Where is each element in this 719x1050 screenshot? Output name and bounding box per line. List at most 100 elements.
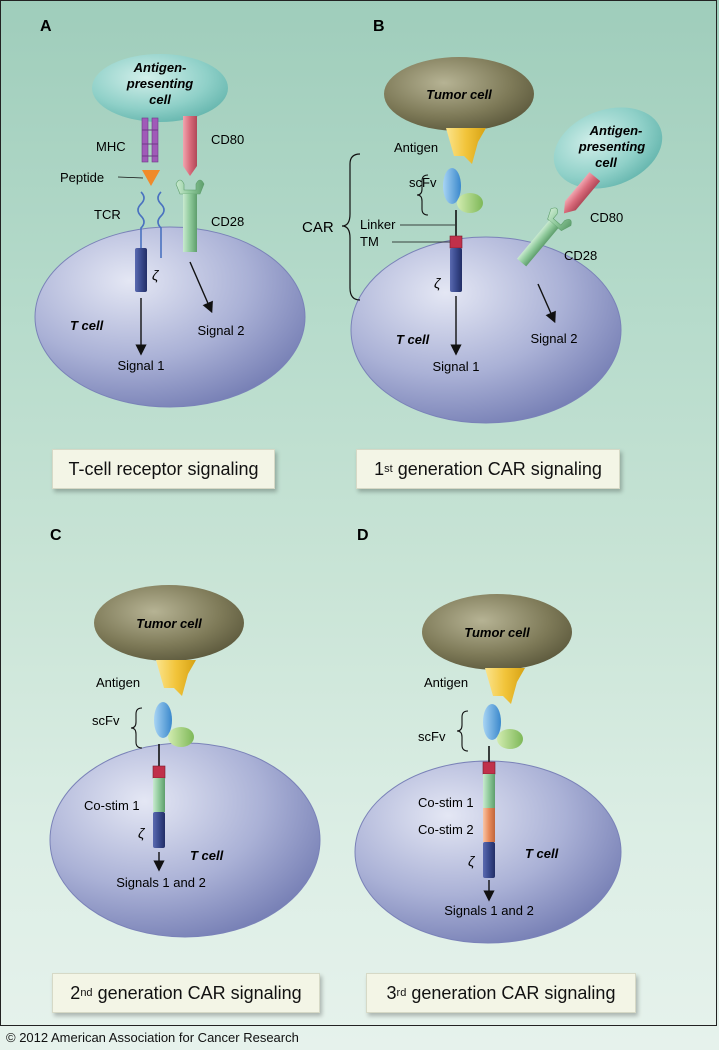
caption-c-num: 2 xyxy=(70,982,81,1003)
signals-label: Signals 1 and 2 xyxy=(444,903,534,918)
apc-label-3: cell xyxy=(595,155,617,170)
caption-c-sup: nd xyxy=(80,987,93,999)
apc-label-1: Antigen- xyxy=(589,123,643,138)
panel-a-letter: A xyxy=(40,18,52,35)
cd28-label: CD28 xyxy=(211,214,244,229)
cd80-molecule xyxy=(563,172,601,214)
panel-b: B Tumor cell Antigen scFv CAR Linker TM … xyxy=(302,18,663,424)
caption-b-sup: st xyxy=(384,463,393,475)
cd80-label: CD80 xyxy=(590,210,623,225)
scfv-heavy-domain xyxy=(443,168,461,204)
caption-d-num: 3 xyxy=(386,982,397,1003)
signal-2-label: Signal 2 xyxy=(531,331,578,346)
peptide-label: Peptide xyxy=(60,170,104,185)
zeta-label: ζ xyxy=(152,267,160,283)
scfv-heavy-domain xyxy=(154,702,172,738)
cd28-label: CD28 xyxy=(564,248,597,263)
scfv-light-domain xyxy=(457,193,483,213)
antigen-label: Antigen xyxy=(424,675,468,690)
tumor-cell xyxy=(422,594,572,670)
signals-label: Signals 1 and 2 xyxy=(116,875,206,890)
caption-d-sup: rd xyxy=(396,987,407,999)
signal-1-label: Signal 1 xyxy=(433,359,480,374)
panel-b-letter: B xyxy=(373,18,385,35)
peptide xyxy=(142,170,160,186)
mhc-molecule xyxy=(141,117,159,163)
antigen-label: Antigen xyxy=(394,140,438,155)
copyright-text: © 2012 American Association for Cancer R… xyxy=(6,1030,299,1045)
antigen xyxy=(156,660,196,696)
zeta-chain xyxy=(135,248,147,292)
costim-1-label: Co-stim 1 xyxy=(84,798,140,813)
tumor-cell xyxy=(384,57,534,131)
panel-d-letter: D xyxy=(357,527,369,544)
tumor-cell-label: Tumor cell xyxy=(426,87,492,102)
apc-label-3: cell xyxy=(149,92,171,107)
costim-2-domain xyxy=(483,808,495,842)
tm-domain xyxy=(482,761,496,775)
car-label: CAR xyxy=(302,219,334,236)
scfv-light-domain xyxy=(168,727,194,747)
scfv-label: scFv xyxy=(92,713,120,728)
antigen xyxy=(485,668,525,704)
car-signaling-diagram: A Antigen- presenting cell MHC Peptide T… xyxy=(34,18,663,944)
scfv-bracket xyxy=(416,174,429,216)
antigen-label: Antigen xyxy=(96,675,140,690)
costim-1-domain xyxy=(483,774,495,808)
tumor-cell xyxy=(94,585,244,661)
t-cell-label: T cell xyxy=(70,318,104,333)
costim-1-domain xyxy=(153,778,165,812)
t-cell xyxy=(350,236,622,424)
costim-1-label: Co-stim 1 xyxy=(418,795,474,810)
cd28-molecule xyxy=(175,179,205,252)
zeta-chain xyxy=(483,842,495,878)
caption-a: T-cell receptor signaling xyxy=(52,449,275,489)
costim-2-label: Co-stim 2 xyxy=(418,822,474,837)
apc-label-2: presenting xyxy=(578,139,646,154)
tm-label: TM xyxy=(360,234,379,249)
mhc-label: MHC xyxy=(96,139,126,154)
t-cell xyxy=(34,226,306,408)
panel-c-letter: C xyxy=(50,527,62,544)
caption-c-text: generation CAR signaling xyxy=(92,982,302,1003)
zeta-label: ζ xyxy=(468,853,476,869)
tm-domain xyxy=(152,765,166,779)
signal-2-label: Signal 2 xyxy=(198,323,245,338)
car-bracket xyxy=(341,153,361,301)
caption-b-text: generation CAR signaling xyxy=(392,458,602,479)
zeta-label: ζ xyxy=(434,275,442,291)
t-cell-label: T cell xyxy=(190,848,224,863)
scfv-label: scFv xyxy=(409,175,437,190)
scfv-heavy-domain xyxy=(483,704,501,740)
signal-1-label: Signal 1 xyxy=(118,358,165,373)
caption-b-num: 1 xyxy=(374,458,385,479)
t-cell-label: T cell xyxy=(525,846,559,861)
t-cell-label: T cell xyxy=(396,332,430,347)
caption-d-text: generation CAR signaling xyxy=(406,982,616,1003)
scfv-light-domain xyxy=(497,729,523,749)
figure-frame xyxy=(0,0,717,1026)
cd80-label: CD80 xyxy=(211,132,244,147)
tm-domain xyxy=(449,235,463,249)
linker-label: Linker xyxy=(360,217,396,232)
panel-c: C Tumor cell Antigen scFv Co-stim 1 ζ T … xyxy=(49,527,321,938)
t-cell xyxy=(49,742,321,938)
apc-label-1: Antigen- xyxy=(133,60,187,75)
zeta-chain xyxy=(153,812,165,848)
apc-label-2: presenting xyxy=(126,76,194,91)
caption-a-text: T-cell receptor signaling xyxy=(68,458,259,479)
scfv-label: scFv xyxy=(418,729,446,744)
tcr-label: TCR xyxy=(94,207,121,222)
cd80-molecule xyxy=(183,116,197,176)
tcr-molecule xyxy=(137,191,165,258)
tumor-cell-label: Tumor cell xyxy=(136,616,202,631)
panel-d: D Tumor cell Antigen scFv Co-stim 1 Co-s… xyxy=(354,527,622,944)
antigen-presenting-cell xyxy=(553,107,663,189)
antigen-presenting-cell xyxy=(92,54,228,122)
scfv-bracket xyxy=(456,710,469,752)
antigen xyxy=(446,128,486,164)
panel-a: A Antigen- presenting cell MHC Peptide T… xyxy=(34,18,306,408)
